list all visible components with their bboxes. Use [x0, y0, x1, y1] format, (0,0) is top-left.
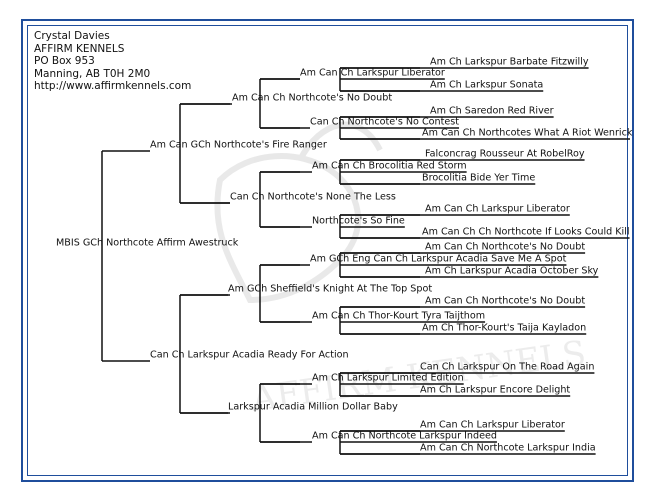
- gen3-name-3: Am Can Ch Brocolitia Red Storm: [312, 160, 467, 171]
- outer-border: [21, 19, 634, 482]
- gen4-name-1: Am Ch Larkspur Barbate Fitzwilly: [430, 56, 589, 67]
- gen3-name-7: Am Ch Larkspur Limited Edition: [312, 372, 464, 383]
- connector-lines: [101, 67, 630, 455]
- address-line-1: PO Box 953: [34, 55, 95, 68]
- gen4-name-10: Am Ch Larkspur Acadia October Sky: [425, 265, 599, 276]
- gen4-name-13: Can Ch Larkspur On The Road Again: [420, 361, 594, 372]
- breeder-name: Crystal Davies: [34, 30, 110, 42]
- gen2-name-4: Larkspur Acadia Million Dollar Baby: [228, 401, 398, 412]
- gen2-name-1: Am Can Ch Northcote's No Doubt: [232, 92, 392, 103]
- gen3-name-5: Am GCh Eng Can Ch Larkspur Acadia Save M…: [310, 253, 567, 264]
- gen3-name-1: Am Can Ch Larkspur Liberator: [300, 67, 445, 78]
- gen4-name-8: Am Can Ch Ch Northcote If Looks Could Ki…: [422, 226, 630, 237]
- gen3-name-8: Am Can Ch Northcote Larkspur Indeed: [312, 430, 497, 441]
- gen4-name-11: Am Can Ch Northcote's No Doubt: [425, 295, 585, 306]
- dam: Can Ch Larkspur Acadia Ready For Action: [150, 349, 349, 360]
- address-line-2: Manning, AB T0H 2M0: [34, 67, 151, 80]
- contact-block: Crystal Davies AFFIRM KENNELS PO Box 953…: [34, 30, 191, 93]
- gen3-name-6: Am Can Ch Thor-Kourt Tyra Taijthom: [312, 310, 485, 321]
- gen4-name-3: Am Ch Saredon Red River: [430, 105, 554, 116]
- gen2-name-2: Can Ch Northcote's None The Less: [230, 191, 396, 202]
- gen4-name-7: Am Can Ch Larkspur Liberator: [425, 203, 570, 214]
- gen4-name-15: Am Can Ch Larkspur Liberator: [420, 419, 565, 430]
- gen4-name-4: Am Can Ch Northcotes What A Riot Wenrick: [422, 127, 633, 138]
- gen4-name-6: Brocolitia Bide Yer Time: [422, 172, 535, 183]
- kennel-name: AFFIRM KENNELS: [34, 42, 125, 55]
- gen3-name-2: Can Ch Northcote's No Contest: [310, 116, 459, 127]
- gen4-name-16: Am Can Ch Northcote Larkspur India: [420, 442, 596, 453]
- gen4-name-2: Am Ch Larkspur Sonata: [430, 79, 543, 90]
- pedigree-labels: MBIS GCh Northcote Affirm Awestruck Am C…: [56, 56, 633, 453]
- inner-border: [27, 25, 628, 476]
- gen4-name-14: Am Ch Larkspur Encore Delight: [420, 384, 570, 395]
- sire: Am Can GCh Northcote's Fire Ranger: [150, 139, 327, 150]
- gen4-name-9: Am Can Ch Northcote's No Doubt: [425, 241, 585, 252]
- gen4-name-12: Am Ch Thor-Kourt's Taija Kayladon: [422, 322, 586, 333]
- gen4-name-5: Falconcrag Rousseur At RobelRoy: [425, 148, 585, 159]
- subject-dog: MBIS GCh Northcote Affirm Awestruck: [56, 237, 239, 248]
- gen3-name-4: Northcote's So Fine: [312, 215, 405, 226]
- gen2-name-3: Am GCh Sheffield's Knight At The Top Spo…: [228, 283, 432, 294]
- website-link[interactable]: http://www.affirmkennels.com: [34, 80, 192, 93]
